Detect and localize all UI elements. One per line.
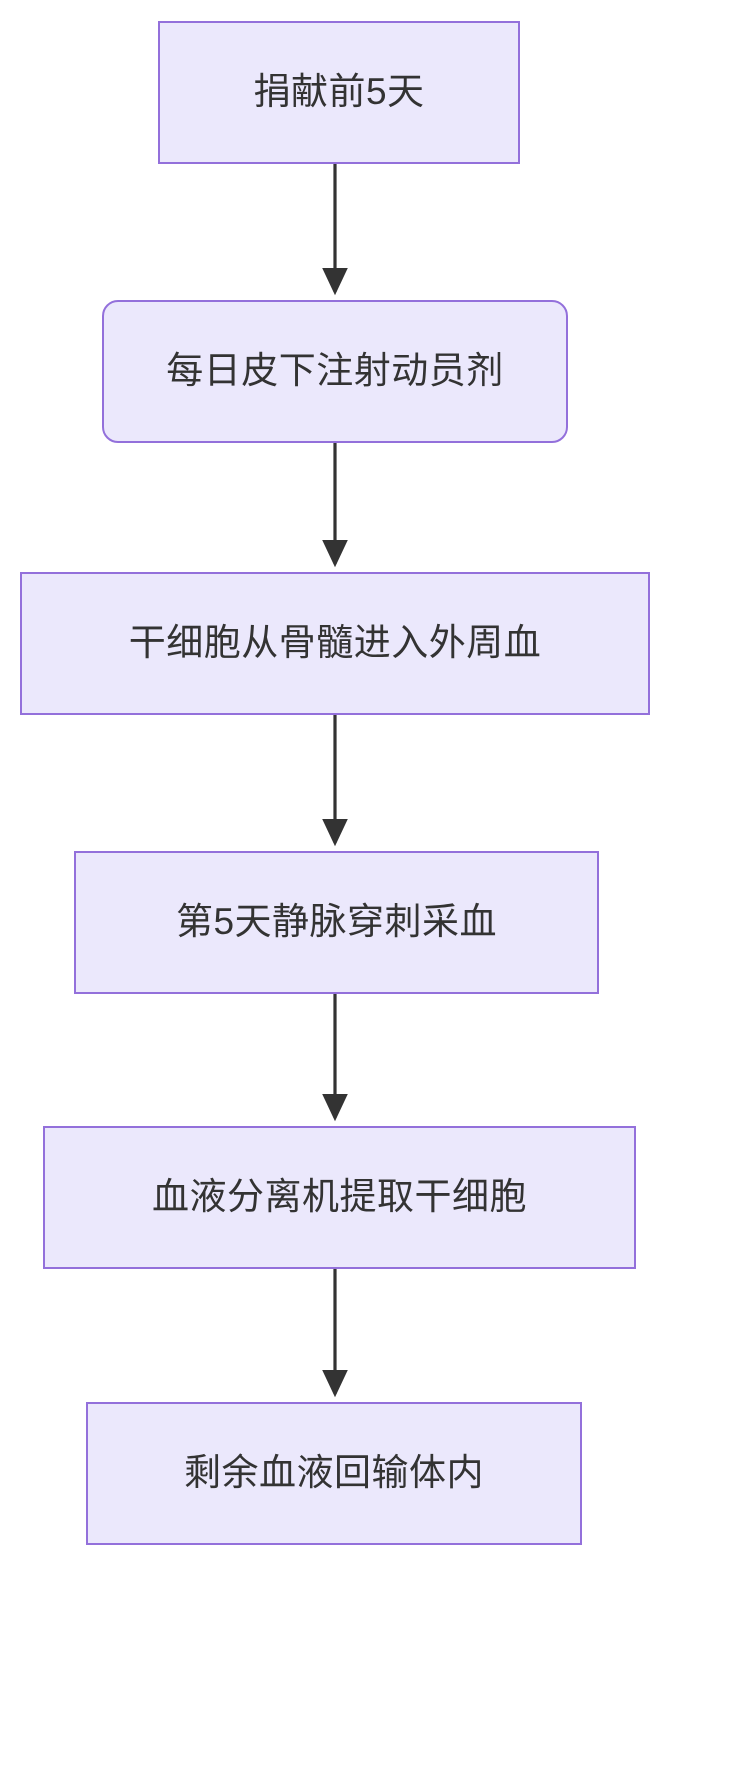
flow-node-2[interactable]: 每日皮下注射动员剂 [102, 300, 568, 443]
flow-node-5[interactable]: 血液分离机提取干细胞 [43, 1126, 636, 1269]
flow-node-3[interactable]: 干细胞从骨髓进入外周血 [20, 572, 650, 715]
flow-node-2-label: 每日皮下注射动员剂 [166, 350, 504, 392]
flow-node-3-label: 干细胞从骨髓进入外周血 [128, 622, 542, 664]
flow-node-1-label: 捐献前5天 [253, 71, 425, 113]
flow-node-4-label: 第5天静脉穿刺采血 [175, 901, 498, 943]
flow-node-6-label: 剩余血液回输体内 [184, 1452, 484, 1494]
flow-node-5-label: 血液分离机提取干细胞 [152, 1176, 527, 1218]
flow-node-4[interactable]: 第5天静脉穿刺采血 [74, 851, 599, 994]
flow-node-1[interactable]: 捐献前5天 [158, 21, 520, 164]
flow-node-6[interactable]: 剩余血液回输体内 [86, 1402, 582, 1545]
